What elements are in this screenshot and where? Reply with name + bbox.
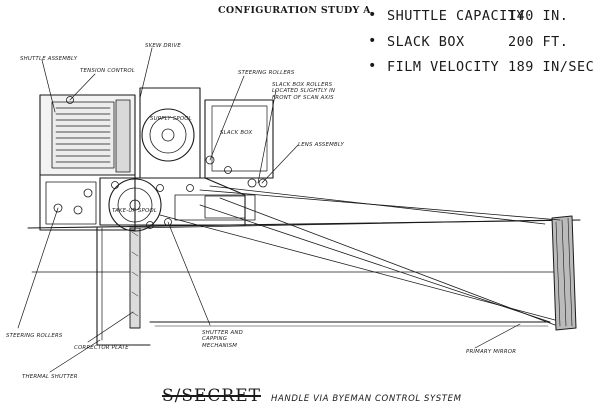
slack-box-label: SLACK BOX — [220, 130, 253, 136]
classification-marking: S/SECRET — [162, 386, 261, 406]
spec-label: SHUTTLE CAPACITY — [387, 8, 526, 24]
corrector-plate-label: CORRECTOR PLATE — [74, 345, 129, 351]
take-up-spool-shape — [108, 178, 162, 232]
take-up-spool-label: TAKE-UP SPOOL — [112, 208, 158, 214]
spec-label: FILM VELOCITY — [387, 59, 500, 75]
handling-caveat: HANDLE VIA BYEMAN CONTROL SYSTEM — [271, 394, 462, 404]
thermal-shutter-label: THERMAL SHUTTER — [22, 374, 78, 380]
bullet-icon: • — [368, 58, 377, 74]
rollers — [53, 96, 268, 229]
spec-row-shuttle-capacity: • SHUTTLE CAPACITY 140 IN. — [368, 7, 598, 26]
spec-label: SLACK BOX — [387, 34, 465, 50]
tension-control-label: TENSION CONTROL — [80, 68, 136, 74]
lens-assembly-label: LENS ASSEMBLY — [298, 142, 345, 148]
mechanism-housing — [39, 87, 274, 231]
slack-box-rollers-label: SLACK BOX ROLLERS LOCATED SLIGHTLY IN FR… — [272, 82, 336, 101]
optical-light-paths — [159, 185, 561, 326]
primary-mirror-shape — [551, 215, 577, 331]
spec-value: 200 FT. — [508, 34, 569, 50]
shutter-and-capping-label: SHUTTER AND CAPPING MECHANISM — [202, 330, 243, 349]
bullet-icon: • — [368, 7, 377, 23]
bullet-icon: • — [368, 33, 377, 49]
skew-drive-label: SKEW DRIVE — [145, 43, 181, 49]
steering-rollers-bottom-label: STEERING ROLLERS — [6, 333, 63, 339]
steering-rollers-top-label: STEERING ROLLERS — [238, 70, 295, 76]
supply-spool-label: SUPPLY SPOOL — [150, 116, 192, 122]
shuttle-assembly-label: SHUTTLE ASSEMBLY — [20, 56, 78, 62]
page-footer: S/SECRET HANDLE VIA BYEMAN CONTROL SYSTE… — [162, 386, 462, 406]
primary-mirror-label: PRIMARY MIRROR — [466, 349, 517, 355]
supply-spool-shape — [141, 108, 195, 162]
spec-value: 189 IN/SEC — [508, 59, 595, 75]
label-leader-lines — [17, 47, 521, 373]
telescope-housing — [27, 219, 581, 346]
spec-row-slack-box: • SLACK BOX 200 FT. — [368, 33, 598, 52]
spec-value: 140 IN. — [508, 8, 569, 24]
spec-row-film-velocity: • FILM VELOCITY 189 IN/SEC — [368, 58, 598, 77]
page-title: CONFIGURATION STUDY A — [218, 5, 371, 16]
